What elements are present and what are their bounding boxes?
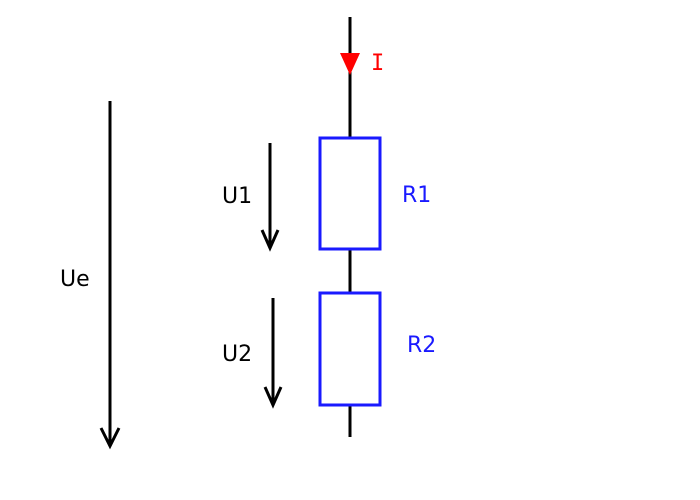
arrow-down-icon-head (99, 427, 121, 450)
voltage-u1-arrow (260, 143, 280, 252)
resistor-r2 (318, 291, 382, 407)
voltage-ue-label: Ue (60, 267, 90, 292)
voltage-u2-label: U2 (222, 342, 252, 367)
current-label: I (371, 51, 384, 76)
voltage-ue-arrow (99, 101, 121, 450)
voltage-u2-arrow (263, 298, 283, 409)
arrow-down-icon-head (260, 229, 280, 252)
resistor-r1 (318, 136, 382, 251)
arrow-down-icon-head (263, 386, 283, 409)
current-arrow-icon (340, 53, 360, 75)
voltage-u1-label: U1 (222, 184, 252, 209)
resistor-r1-label: R1 (402, 183, 431, 208)
resistor-r2-label: R2 (407, 333, 436, 358)
